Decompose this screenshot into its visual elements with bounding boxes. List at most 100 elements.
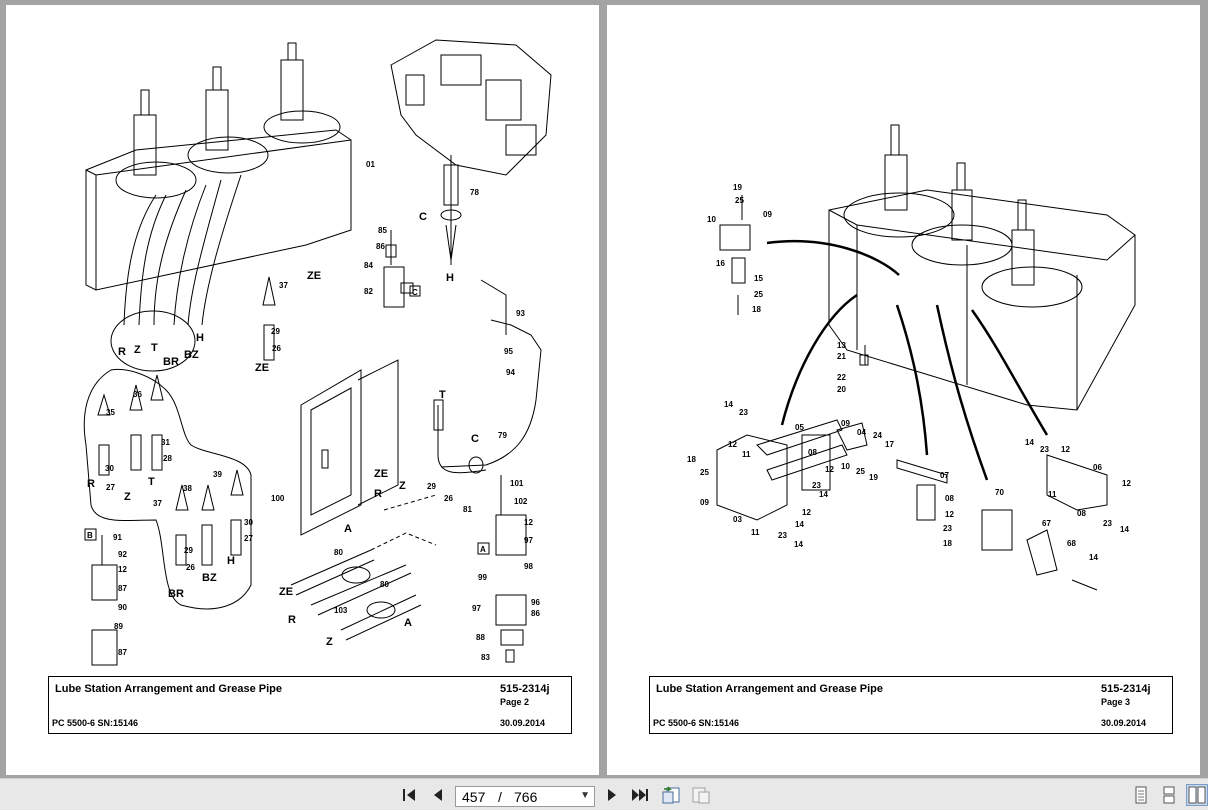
svg-text:22: 22 — [837, 373, 846, 382]
svg-text:97: 97 — [524, 536, 533, 545]
svg-text:A: A — [344, 523, 352, 535]
svg-text:29: 29 — [427, 482, 436, 491]
page-label: Page 3 — [1101, 697, 1131, 707]
svg-text:08: 08 — [945, 494, 954, 503]
svg-text:25: 25 — [700, 468, 709, 477]
svg-text:70: 70 — [995, 488, 1004, 497]
last-page-icon — [632, 789, 648, 801]
svg-text:BR: BR — [163, 356, 179, 368]
two-page-view-button[interactable] — [1186, 784, 1208, 806]
svg-text:A: A — [480, 545, 486, 554]
svg-text:14: 14 — [819, 490, 828, 499]
svg-text:12: 12 — [118, 565, 127, 574]
svg-text:BZ: BZ — [202, 572, 217, 584]
svg-text:12: 12 — [945, 510, 954, 519]
svg-text:26: 26 — [444, 494, 453, 503]
dropdown-arrow-icon: ▼ — [580, 790, 590, 801]
svg-text:T: T — [439, 389, 446, 401]
last-page-button[interactable] — [629, 784, 651, 806]
svg-text:31: 31 — [161, 438, 170, 447]
single-page-view-button[interactable] — [1130, 784, 1152, 806]
svg-text:23: 23 — [812, 481, 821, 490]
svg-text:26: 26 — [272, 344, 281, 353]
drawing-title: Lube Station Arrangement and Grease Pipe — [656, 683, 883, 695]
svg-text:BR: BR — [168, 588, 184, 600]
svg-text:23: 23 — [1103, 519, 1112, 528]
svg-text:89: 89 — [114, 622, 123, 631]
svg-text:95: 95 — [504, 347, 513, 356]
drawing-title: Lube Station Arrangement and Grease Pipe — [55, 683, 282, 695]
svg-text:26: 26 — [186, 563, 195, 572]
go-forward-view-button[interactable] — [690, 784, 712, 806]
svg-text:01: 01 — [366, 160, 375, 169]
first-page-button[interactable] — [399, 784, 421, 806]
svg-text:T: T — [148, 476, 155, 488]
svg-text:86: 86 — [376, 242, 385, 251]
svg-text:103: 103 — [334, 606, 348, 615]
svg-text:92: 92 — [118, 550, 127, 559]
svg-text:14: 14 — [794, 540, 803, 549]
svg-text:28: 28 — [163, 454, 172, 463]
svg-text:18: 18 — [943, 539, 952, 548]
page-label: Page 2 — [500, 697, 530, 707]
svg-text:17: 17 — [885, 440, 894, 449]
svg-text:36: 36 — [133, 390, 142, 399]
svg-text:38: 38 — [183, 484, 192, 493]
svg-text:23: 23 — [739, 408, 748, 417]
go-back-view-button[interactable] — [660, 784, 682, 806]
page-number-select[interactable]: 457 / 766 ▼ — [455, 786, 595, 807]
next-page-icon — [608, 789, 616, 801]
svg-text:25: 25 — [856, 467, 865, 476]
next-view-icon — [692, 787, 710, 804]
svg-text:12: 12 — [825, 465, 834, 474]
svg-text:Z: Z — [399, 480, 406, 492]
svg-text:R: R — [374, 488, 382, 500]
svg-text:81: 81 — [463, 505, 472, 514]
two-page-icon — [1188, 786, 1206, 804]
title-block: Lube Station Arrangement and Grease Pipe… — [649, 676, 1173, 734]
machine-model: PC 5500-6 SN:15146 — [52, 718, 139, 728]
viewer-toolbar: 457 / 766 ▼ — [0, 778, 1208, 810]
svg-text:30: 30 — [105, 464, 114, 473]
svg-text:04: 04 — [857, 428, 866, 437]
page-separator: / — [498, 789, 502, 805]
svg-text:08: 08 — [808, 448, 817, 457]
svg-text:101: 101 — [510, 479, 524, 488]
svg-text:ZE: ZE — [279, 586, 293, 598]
svg-text:25: 25 — [754, 290, 763, 299]
total-pages: 766 — [514, 789, 538, 805]
next-page-button[interactable] — [601, 784, 623, 806]
svg-text:79: 79 — [498, 431, 507, 440]
svg-text:13: 13 — [837, 341, 846, 350]
parts-drawing-right: 19 25 10 09 16 15 25 18 13 21 22 20 14 2… — [687, 124, 1136, 591]
svg-text:87: 87 — [118, 584, 127, 593]
svg-text:11: 11 — [751, 528, 760, 537]
svg-text:67: 67 — [1042, 519, 1051, 528]
svg-text:12: 12 — [728, 440, 737, 449]
single-page-icon — [1135, 786, 1147, 804]
continuous-view-button[interactable] — [1158, 784, 1180, 806]
document-number: 515-2314j — [500, 683, 550, 695]
svg-text:39: 39 — [213, 470, 222, 479]
svg-text:10: 10 — [841, 462, 850, 471]
continuous-pages-icon — [1163, 786, 1175, 804]
previous-page-button[interactable] — [427, 784, 449, 806]
svg-text:H: H — [196, 332, 204, 344]
svg-text:ZE: ZE — [374, 468, 388, 480]
svg-text:C: C — [412, 288, 418, 297]
svg-text:10: 10 — [707, 215, 716, 224]
svg-text:83: 83 — [481, 653, 490, 662]
svg-text:Z: Z — [124, 491, 131, 503]
svg-text:90: 90 — [118, 603, 127, 612]
svg-text:12: 12 — [524, 518, 533, 527]
svg-text:14: 14 — [795, 520, 804, 529]
svg-text:23: 23 — [778, 531, 787, 540]
document-page-right: 19 25 10 09 16 15 25 18 13 21 22 20 14 2… — [607, 5, 1200, 775]
svg-text:R: R — [118, 346, 126, 358]
svg-text:12: 12 — [1122, 479, 1131, 488]
svg-text:A: A — [404, 617, 412, 629]
svg-text:H: H — [227, 555, 235, 567]
svg-text:96: 96 — [531, 598, 540, 607]
svg-text:98: 98 — [524, 562, 533, 571]
svg-text:14: 14 — [724, 400, 733, 409]
